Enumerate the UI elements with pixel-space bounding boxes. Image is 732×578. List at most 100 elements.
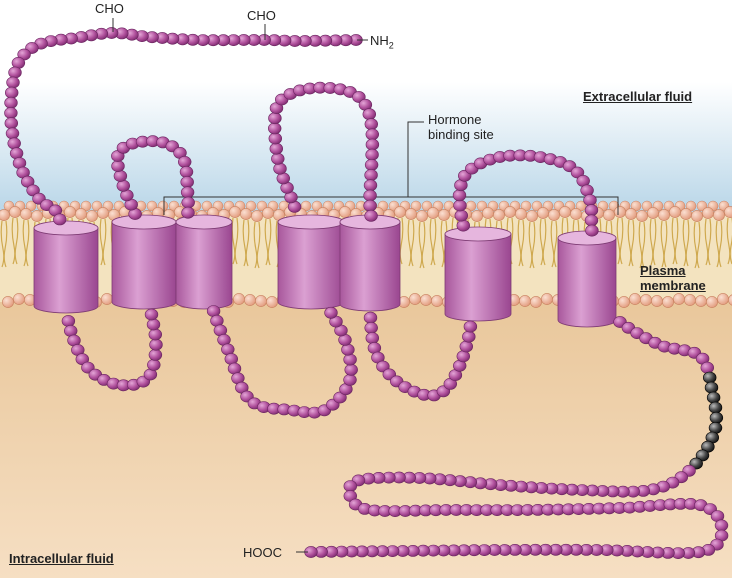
amino-acid-bead — [584, 204, 599, 217]
transmembrane-helix — [277, 214, 345, 310]
transmembrane-helix — [339, 214, 401, 312]
extracellular-fluid-label: Extracellular fluid — [583, 89, 693, 104]
amino-acid-bead — [463, 320, 478, 333]
amino-acid-bead — [459, 340, 473, 353]
lipid-head — [618, 296, 630, 308]
lipid-head — [629, 293, 641, 305]
amino-acid-bead — [7, 137, 21, 150]
amino-acid-bead — [5, 127, 20, 140]
amino-acid-bead — [268, 122, 282, 135]
lipid-head — [669, 206, 681, 218]
lipid-head — [244, 294, 256, 306]
amino-acid-bead — [148, 348, 163, 361]
plasma-label-line1: Plasma — [640, 263, 686, 278]
amino-acid-bead — [364, 118, 378, 131]
intracellular-fluid-label: Intracellular fluid — [9, 551, 114, 566]
background-top — [0, 0, 732, 82]
amino-acid-bead — [584, 214, 599, 227]
lipid-head — [233, 293, 245, 305]
lipid-head — [548, 209, 560, 221]
lipid-head — [262, 207, 274, 219]
amino-acid-bead — [4, 107, 18, 119]
lipid-head — [266, 296, 278, 308]
nh2-label: NH2 — [370, 33, 394, 54]
lipid-head — [570, 208, 582, 220]
amino-acid-bead — [362, 108, 376, 121]
lipid-head — [431, 295, 443, 307]
amino-acid-bead — [4, 117, 19, 130]
lipid-head — [251, 210, 263, 222]
amino-acid-bead — [178, 155, 192, 168]
plasma-membrane-label: Plasma membrane — [640, 263, 706, 293]
lipid-head — [255, 295, 267, 307]
amino-acid-bead — [341, 343, 355, 356]
hormone-label-line1: Hormone — [428, 112, 482, 127]
lipid-head — [541, 293, 553, 305]
lipid-head — [603, 209, 615, 221]
amino-acid-bead — [364, 158, 379, 171]
nh2-subscript: 2 — [388, 40, 394, 51]
intracellular-region — [0, 300, 732, 578]
amino-acid-bead — [365, 138, 380, 151]
lipid-head — [471, 210, 483, 222]
lipid-head — [702, 207, 714, 219]
transmembrane-helix — [33, 220, 99, 314]
lipid-head — [9, 206, 21, 218]
lipid-head — [493, 209, 505, 221]
amino-acid-bead — [364, 321, 378, 334]
amino-acid-bead — [324, 306, 338, 319]
lipid-head — [409, 293, 421, 305]
amino-acid-bead — [268, 132, 282, 145]
lipid-head — [420, 294, 432, 306]
amino-acid-bead — [363, 189, 377, 202]
lipid-head — [717, 293, 729, 305]
amino-acid-bead — [365, 148, 379, 161]
lipid-head — [75, 208, 87, 220]
amino-acid-bead — [61, 315, 76, 327]
amino-acid-bead — [149, 338, 163, 351]
lipid-head — [706, 296, 718, 308]
lipid-head — [13, 293, 25, 305]
phosphorylated-residue — [706, 391, 721, 404]
lipid-head — [229, 206, 241, 218]
amino-acid-bead — [9, 147, 24, 160]
amino-acid-bead — [580, 184, 594, 197]
lipid-head — [519, 295, 531, 307]
lipid-head — [658, 209, 670, 221]
amino-acid-bead — [6, 76, 20, 89]
amino-acid-bead — [700, 361, 714, 374]
lipid-head — [339, 206, 351, 218]
amino-acid-bead — [147, 358, 161, 371]
amino-acid-bead — [363, 179, 378, 192]
amino-acid-bead — [179, 165, 194, 178]
transmembrane-helix — [111, 214, 177, 310]
amino-acid-bead — [456, 219, 470, 232]
amino-acid-bead — [148, 328, 163, 341]
lipid-head — [64, 206, 76, 218]
lipid-head — [240, 208, 252, 220]
amino-acid-bead — [714, 519, 729, 532]
lipid-head — [684, 294, 696, 306]
lipid-head — [625, 208, 637, 220]
amino-acid-bead — [364, 209, 378, 222]
lipid-head — [614, 206, 626, 218]
lipid-head — [662, 296, 674, 308]
lipid-head — [636, 210, 648, 222]
lipid-head — [405, 208, 417, 220]
amino-acid-bead — [453, 199, 467, 212]
amino-acid-bead — [585, 224, 599, 237]
amino-acid-bead — [144, 308, 159, 321]
amino-acid-bead — [344, 363, 358, 376]
amino-acid-bead — [181, 206, 195, 219]
lipid-head — [680, 208, 692, 220]
amino-acid-bead — [456, 350, 470, 363]
lipid-head — [394, 206, 406, 218]
lipid-head — [427, 207, 439, 219]
lipid-head — [416, 210, 428, 222]
amino-acid-bead — [462, 330, 476, 343]
amino-acid-bead — [53, 213, 67, 226]
amino-acid-bead — [4, 86, 19, 99]
lipid-head — [647, 207, 659, 219]
amino-acid-bead — [111, 160, 125, 172]
nh2-main: NH — [370, 33, 389, 48]
